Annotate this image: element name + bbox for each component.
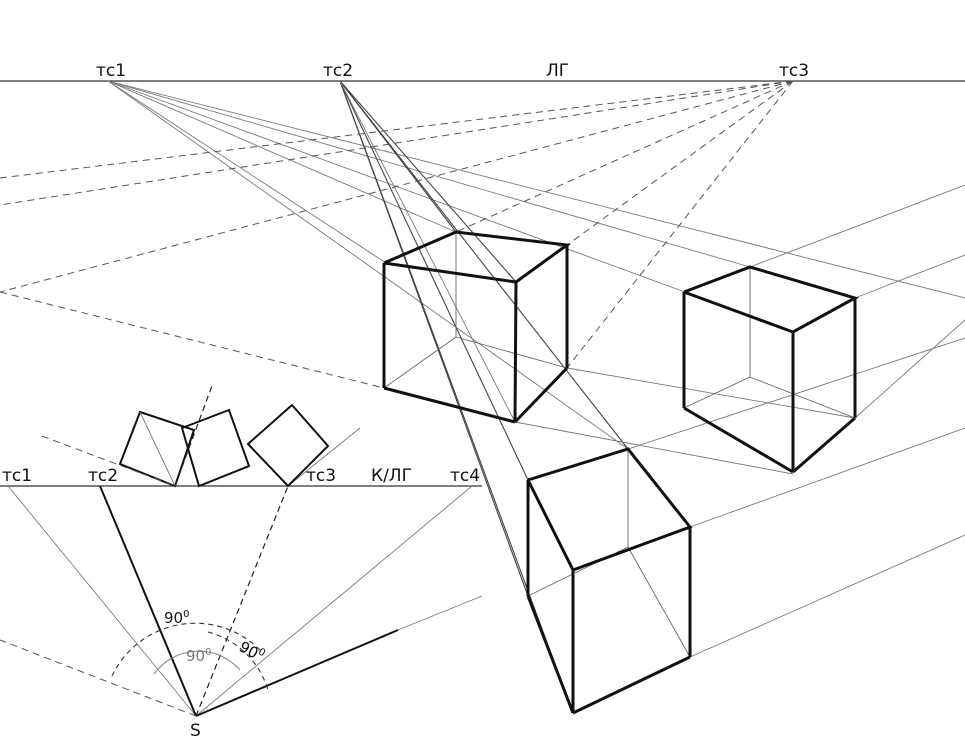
construction-lines-tc2 [339, 80, 629, 714]
cube-1 [382, 230, 571, 424]
construction-lines-tc3 [0, 80, 794, 389]
angle-label-1: 900 [164, 609, 189, 627]
angle-label-2: 900 [186, 647, 211, 665]
horizon-label: ЛГ [546, 61, 569, 81]
plan-vp-label-tc3: тс3 [306, 466, 336, 486]
plan-squares [41, 382, 330, 488]
plan-angle-labels: 900 900 900 [164, 609, 267, 665]
plan-line-label: К/ЛГ [371, 466, 412, 486]
vanishing-point-labels-top: тс1 тс2 ЛГ тс3 [96, 61, 809, 81]
plan-vp-label-tc1: тс1 [2, 466, 32, 486]
plan-sight-lines [0, 427, 483, 717]
vp-label-tc3: тс3 [779, 61, 809, 81]
plan-labels: тс1 тс2 тс3 К/ЛГ тс4 [2, 466, 480, 486]
vp-label-tc2: тс2 [323, 61, 353, 81]
cube-3 [526, 447, 693, 715]
plan-vp-label-tc4: тс4 [450, 466, 480, 486]
cube-2 [682, 265, 859, 474]
angle-label-3: 900 [236, 638, 267, 666]
construction-lines-right [514, 184, 965, 658]
construction-lines-tc1 [107, 80, 965, 450]
plan-angle-arcs [111, 622, 269, 691]
plan-vp-label-tc2: тс2 [88, 466, 118, 486]
station-point-label: S [190, 721, 201, 741]
vp-label-tc1: тс1 [96, 61, 126, 81]
